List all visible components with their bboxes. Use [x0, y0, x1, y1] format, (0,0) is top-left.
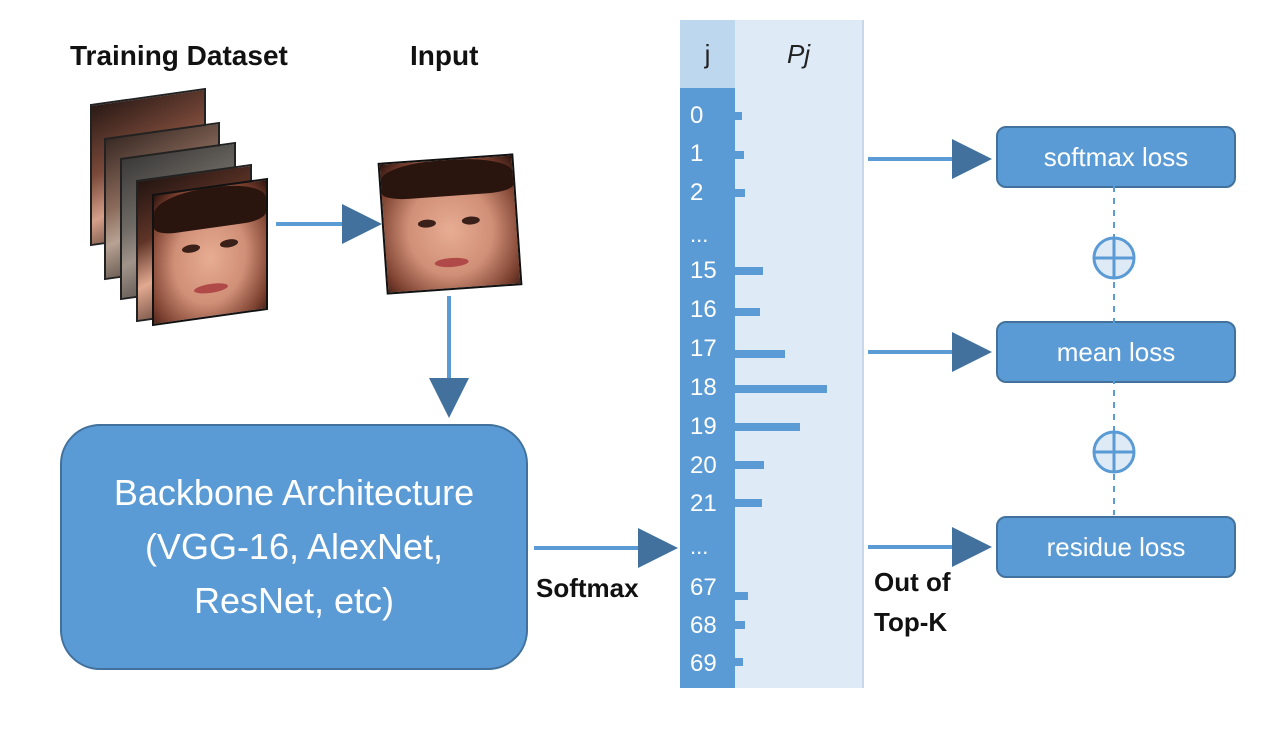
index-column-header: j: [680, 20, 735, 88]
mean-loss-box: mean loss: [996, 321, 1236, 383]
backbone-architecture-box: Backbone Architecture (VGG-16, AlexNet, …: [60, 424, 528, 670]
row-label: 16: [690, 296, 717, 323]
probability-bar: [735, 151, 744, 159]
row-label: 68: [690, 612, 717, 639]
index-column: [680, 20, 735, 688]
out-of-topk-label: Out of Top-K: [874, 567, 951, 637]
row-label: 20: [690, 452, 717, 479]
probability-bar: [735, 267, 763, 275]
probability-bar: [735, 461, 764, 469]
row-label: ...: [690, 222, 709, 247]
softmax-loss-box: softmax loss: [996, 126, 1236, 188]
row-label: 1: [690, 140, 704, 167]
probability-bar: [735, 658, 743, 666]
softmax-label: Softmax: [536, 573, 639, 603]
training-dataset-title: Training Dataset: [70, 40, 288, 71]
residue-loss-box: residue loss: [996, 516, 1236, 578]
row-label: 67: [690, 574, 717, 601]
probability-bar: [735, 350, 785, 358]
probability-bar: [735, 112, 742, 120]
row-label: 19: [690, 413, 717, 440]
plus-circle-icon: [1092, 430, 1136, 474]
row-label: 18: [690, 374, 717, 401]
probability-bar: [735, 308, 760, 316]
plus-circle-icon: [1092, 236, 1136, 280]
row-label: ...: [690, 534, 709, 559]
row-label: 0: [690, 102, 704, 129]
row-label: 69: [690, 650, 717, 677]
row-label: 17: [690, 335, 717, 362]
row-label: 21: [690, 490, 717, 517]
probability-bar: [735, 189, 745, 197]
probability-bar: [735, 423, 800, 431]
probability-column-header: Pj: [786, 38, 811, 69]
probability-bar: [735, 499, 762, 507]
probability-bar: [735, 385, 827, 393]
row-label: 15: [690, 257, 717, 284]
row-label: 2: [690, 179, 704, 206]
input-title: Input: [410, 40, 479, 71]
probability-bar: [735, 592, 748, 600]
probability-bar: [735, 621, 745, 629]
